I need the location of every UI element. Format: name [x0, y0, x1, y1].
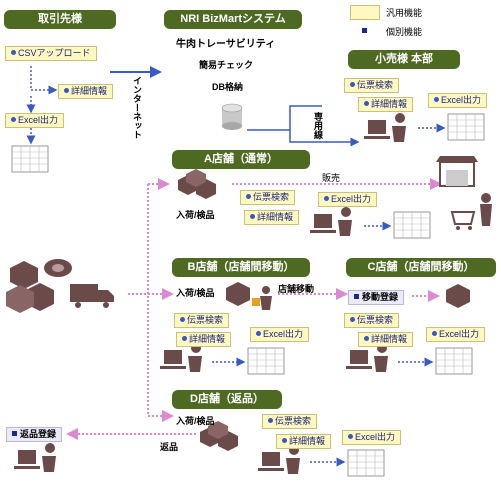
hq-search-button[interactable]: 伝票検索	[344, 78, 400, 93]
hq-detail-button[interactable]: 詳細情報	[358, 97, 414, 112]
d-operator-icon	[258, 445, 300, 474]
store-b-receive-label: 入荷/検品	[176, 288, 215, 298]
store-a-search-button[interactable]: 伝票検索	[240, 190, 296, 205]
system-header: NRI BizMartシステム	[164, 10, 302, 29]
warehouse-boxes-icon	[6, 261, 54, 313]
database-icon	[221, 103, 243, 130]
shopper-icon	[450, 193, 492, 230]
store-a-header: A店舗（通常）	[172, 150, 310, 169]
store-d-excel-button[interactable]: Excel出力	[342, 430, 402, 445]
dot-icon	[182, 336, 187, 341]
hq-header: 小売様 本部	[348, 50, 460, 69]
c-operator-icon	[346, 343, 388, 372]
system-line-traceability: 牛肉トレーサビリティ	[176, 39, 276, 50]
c-box-icon	[446, 284, 470, 308]
return-register-button[interactable]: 返品登録	[6, 427, 63, 442]
dot-icon	[256, 331, 261, 336]
store-c-move-register-button[interactable]: 移動登録	[348, 290, 405, 305]
partner-spreadsheet-icon	[11, 145, 49, 173]
internet-label: インターネット	[132, 76, 142, 139]
store-b-search-button[interactable]: 伝票検索	[174, 313, 230, 328]
legend-general-label: 汎用機能	[386, 8, 423, 18]
b-box-icon	[226, 282, 250, 306]
partner-csv-upload-button[interactable]: CSVアップロード	[5, 46, 97, 61]
dedicated-line-label: 専用線	[313, 112, 323, 139]
store-a-excel-button[interactable]: Excel出力	[318, 192, 378, 207]
dot-icon	[350, 82, 355, 87]
partner-csv-to-detail	[30, 66, 58, 95]
store-c-header: C店舗（店舗間移動）	[346, 258, 496, 277]
dot-icon	[268, 418, 273, 423]
dot-icon	[348, 434, 353, 439]
store-d-return-label: 返品	[160, 442, 179, 452]
dot-icon	[324, 196, 329, 201]
legend-general-swatch	[350, 5, 380, 20]
dot-icon	[364, 336, 369, 341]
dot-icon	[11, 117, 16, 122]
dot-icon	[246, 194, 251, 199]
store-d-search-button[interactable]: 伝票検索	[262, 414, 318, 429]
mover-icon	[252, 286, 272, 310]
dot-icon	[64, 88, 69, 93]
dot-icon	[180, 317, 185, 322]
dot-icon	[250, 214, 255, 219]
store-b-move-label: 店舗移動	[278, 284, 315, 294]
dot-icon	[282, 438, 287, 443]
dot-icon	[432, 331, 437, 336]
store-a-receive-label: 入荷/検品	[176, 210, 215, 220]
system-to-hq-line	[247, 105, 322, 131]
hq-operator-icon	[364, 113, 406, 142]
legend-individual-label: 個別機能	[386, 27, 423, 37]
partner-excel-button[interactable]: Excel出力	[5, 113, 65, 128]
store-a-detail-button[interactable]: 詳細情報	[244, 210, 300, 225]
store-b-detail-button[interactable]: 詳細情報	[176, 332, 232, 347]
square-icon	[354, 294, 359, 299]
dot-icon	[364, 101, 369, 106]
dot-icon	[434, 97, 439, 102]
hq-spreadsheet-icon	[447, 113, 485, 141]
return-operator-icon	[14, 443, 56, 472]
system-line-db: DB格納	[212, 82, 243, 92]
a-spreadsheet-icon	[393, 211, 431, 239]
store-a-sales-label: 販売	[322, 173, 341, 183]
a-boxes-icon	[178, 169, 216, 199]
d-boxes-icon	[200, 421, 238, 451]
store-c-detail-button[interactable]: 詳細情報	[358, 332, 414, 347]
meat-icon	[44, 259, 72, 277]
store-c-excel-button[interactable]: Excel出力	[426, 327, 486, 342]
a-operator-icon	[310, 207, 352, 236]
partner-detail-button[interactable]: 詳細情報	[58, 84, 114, 99]
store-c-search-button[interactable]: 伝票検索	[344, 313, 400, 328]
b-spreadsheet-icon	[247, 347, 285, 375]
store-d-header: D店舗（返品）	[172, 390, 282, 409]
dot-icon	[350, 317, 355, 322]
store-b-header: B店舗（店舗間移動）	[172, 258, 310, 277]
dot-icon	[11, 50, 16, 55]
b-operator-icon	[160, 343, 202, 372]
truck-icon	[70, 284, 114, 308]
hq-line-to-pc	[289, 130, 360, 147]
store-d-detail-button[interactable]: 詳細情報	[276, 434, 332, 449]
hq-excel-button[interactable]: Excel出力	[428, 93, 488, 108]
d-spreadsheet-icon	[347, 449, 385, 477]
system-line-check: 簡易チェック	[199, 60, 254, 70]
partner-header: 取引先様	[4, 10, 116, 29]
c-spreadsheet-icon	[435, 347, 473, 375]
square-icon	[12, 431, 17, 436]
legend-individual-swatch	[362, 28, 367, 33]
store-b-excel-button[interactable]: Excel出力	[250, 327, 310, 342]
store-icon	[436, 156, 478, 187]
store-d-receive-label: 入荷/検品	[176, 416, 215, 426]
